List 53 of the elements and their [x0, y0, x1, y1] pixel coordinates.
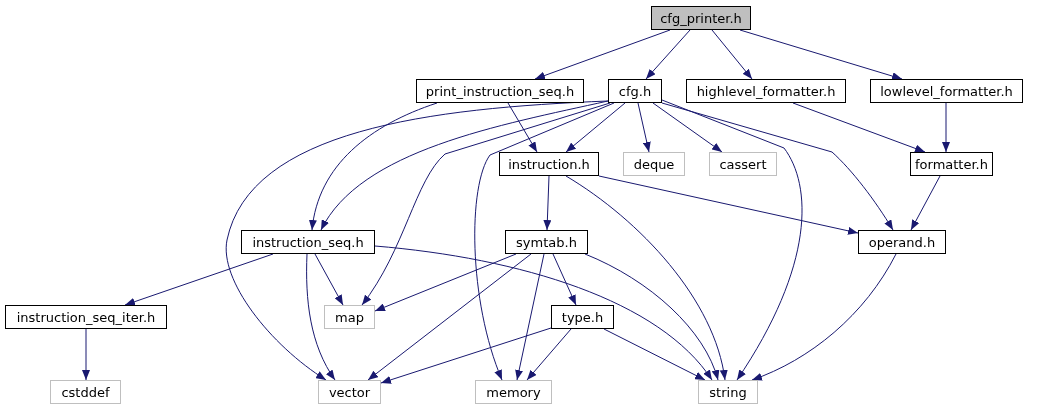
arrow	[374, 245, 713, 381]
arrow	[637, 102, 651, 153]
arrow	[552, 253, 577, 306]
arrow	[543, 175, 552, 231]
arrow	[565, 175, 728, 381]
file-box: highlevel_formatter.h	[686, 79, 846, 103]
system-header-box: vector	[318, 380, 381, 404]
arrow	[380, 327, 552, 384]
arrow	[711, 29, 753, 80]
system-header-box: map	[324, 305, 375, 329]
system-header-box: cassert	[709, 152, 777, 176]
arrow	[515, 253, 545, 381]
file-box: print_instruction_seq.h	[416, 79, 584, 103]
file-box: instruction_seq.h	[241, 230, 375, 254]
arrow	[314, 253, 344, 306]
arrow	[225, 100, 609, 381]
system-header-box: string	[698, 380, 758, 404]
arrow	[942, 102, 950, 153]
file-box: cfg.h	[608, 79, 662, 103]
arrow	[661, 102, 894, 231]
file-box: instruction.h	[499, 152, 599, 176]
arrow	[474, 102, 615, 381]
arrow	[603, 328, 706, 381]
arrow	[124, 253, 274, 306]
arrow	[526, 328, 572, 381]
arrow	[309, 102, 438, 231]
arrow	[751, 253, 897, 381]
file-box: symtab.h	[505, 230, 588, 254]
arrow	[598, 175, 859, 235]
arrow	[374, 253, 517, 312]
arrow	[306, 253, 336, 381]
arrow	[367, 253, 532, 381]
arrow	[645, 29, 691, 80]
arrow	[739, 29, 903, 80]
arrow	[507, 102, 538, 153]
file-box: operand.h	[858, 230, 946, 254]
system-header-box: cstddef	[50, 380, 121, 404]
arrow	[565, 102, 626, 153]
arrow	[361, 102, 611, 306]
file-box: lowlevel_formatter.h	[870, 79, 1023, 103]
arrow	[661, 99, 803, 381]
arrow	[534, 29, 671, 80]
highlighted-file-box: cfg_printer.h	[651, 6, 751, 30]
arrow	[652, 102, 723, 153]
file-box: type.h	[551, 305, 614, 329]
arrow	[910, 175, 941, 231]
arrow	[82, 328, 90, 381]
file-box: formatter.h	[910, 152, 993, 176]
file-box: instruction_seq_iter.h	[5, 305, 167, 329]
arrow	[792, 102, 926, 153]
system-header-box: deque	[623, 152, 685, 176]
system-header-box: memory	[475, 380, 552, 404]
arrow	[584, 253, 719, 381]
